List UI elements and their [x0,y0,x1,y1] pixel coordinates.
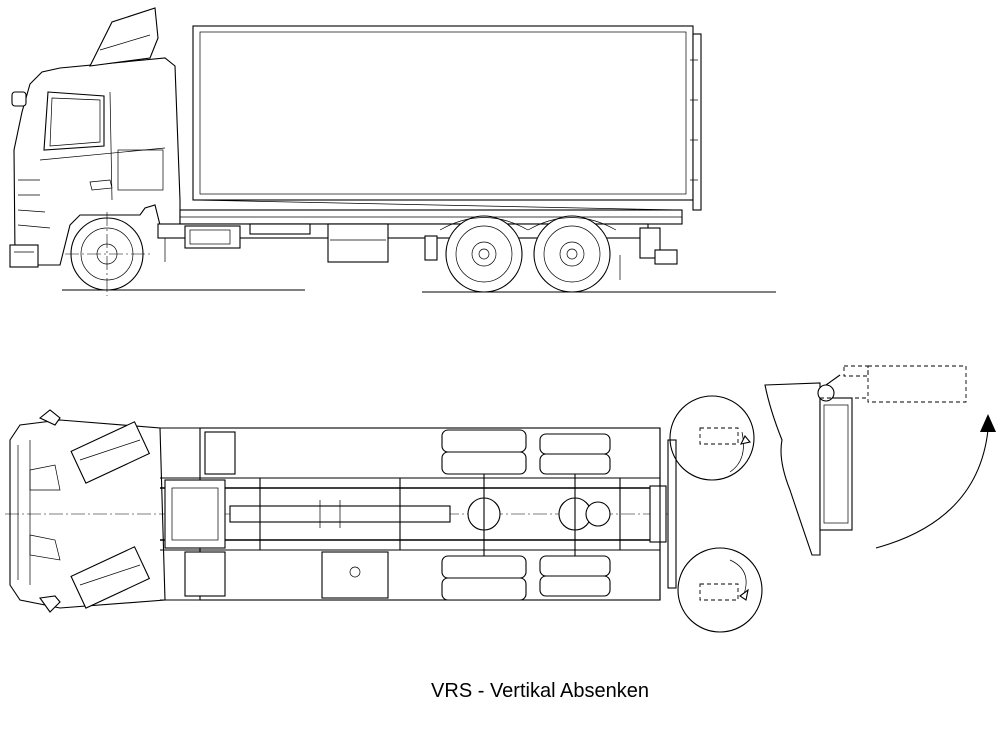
rotation-arrow [875,429,989,549]
diagram-caption: VRS - Vertikal Absenken [431,680,649,702]
rear-wheel-2 [533,215,611,293]
rear-wheels-top [441,429,611,601]
fuel-tank-side [327,223,389,263]
rear-wheel-1 [445,215,523,293]
arrow-head-icon [980,414,996,432]
front-wheels-top [70,421,151,609]
truck-side-view [9,7,776,296]
upper-swing-circle [669,395,755,481]
truck-top-view [5,409,677,613]
lower-swing-circle [677,547,763,633]
fuel-tank-top [321,551,389,599]
cargo-box [192,25,694,201]
front-wheel [65,212,150,296]
roof-deflector [89,7,159,67]
vrs-rotation-detail [669,365,996,633]
lifted-position [867,365,967,403]
cab-window [43,91,105,151]
